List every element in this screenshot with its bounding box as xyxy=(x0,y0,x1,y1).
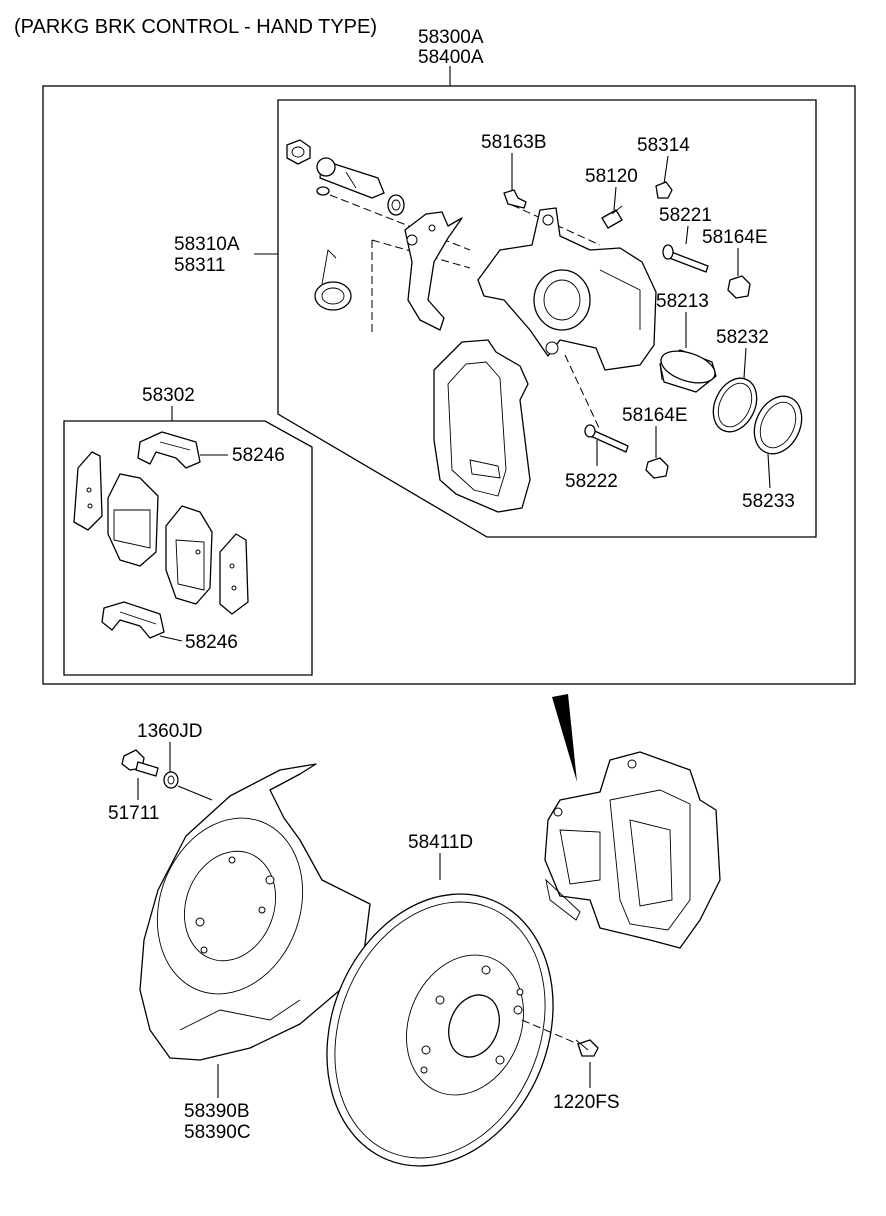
caliper-assembly-box xyxy=(42,85,856,685)
bleeder-cap-part xyxy=(655,181,673,199)
leader-58120 xyxy=(613,186,617,211)
label-1360JD[interactable]: 1360JD xyxy=(137,721,203,742)
leader-bolt-to-shield xyxy=(177,785,213,801)
small-washer-part xyxy=(316,186,330,196)
label-58300A[interactable]: 58300A xyxy=(418,27,484,48)
brake-disc-part xyxy=(326,893,554,1167)
washer-part xyxy=(163,771,179,789)
guide-rod-lower-part xyxy=(584,424,629,453)
leader-58233 xyxy=(767,453,771,489)
leader-58314 xyxy=(663,155,669,185)
label-58222[interactable]: 58222 xyxy=(565,471,618,492)
disc-screw-part xyxy=(575,1039,599,1057)
label-58164E-top[interactable]: 58164E xyxy=(702,227,768,248)
dust-boot-part xyxy=(753,395,803,455)
diagram-title: (PARKG BRK CONTROL - HAND TYPE) xyxy=(14,16,377,38)
caliper-bolt-part xyxy=(503,189,527,209)
backing-plate-bolt-part xyxy=(121,749,159,777)
label-1220FS[interactable]: 1220FS xyxy=(553,1092,620,1113)
label-58246-bottom[interactable]: 58246 xyxy=(185,632,238,653)
boot-part xyxy=(387,194,405,216)
pad-kit-frame xyxy=(63,420,313,676)
caliper-subassembly-frame xyxy=(277,99,817,538)
piston-seal-part xyxy=(712,377,758,433)
label-58411D[interactable]: 58411D xyxy=(408,832,473,853)
leader-58221 xyxy=(685,225,689,245)
assembly-line-5 xyxy=(564,354,601,431)
guide-rod-upper-part xyxy=(662,244,709,273)
piston-part xyxy=(659,349,717,393)
guide-sleeve-part xyxy=(316,157,385,199)
guide-nut-upper-part xyxy=(727,275,751,299)
guide-nut-lower-part xyxy=(645,457,669,479)
pad-shim-right-part xyxy=(219,533,249,615)
label-58213[interactable]: 58213 xyxy=(656,291,709,312)
label-51711[interactable]: 51711 xyxy=(108,803,159,824)
pad-clip-upper-part xyxy=(137,431,201,469)
label-58232[interactable]: 58232 xyxy=(716,327,769,348)
caliper-bracket-part xyxy=(433,339,531,513)
label-58314[interactable]: 58314 xyxy=(637,135,690,156)
label-58310A[interactable]: 58310A xyxy=(174,234,240,255)
label-58163B[interactable]: 58163B xyxy=(481,132,547,153)
label-58311[interactable]: 58311 xyxy=(174,255,225,276)
label-58233[interactable]: 58233 xyxy=(742,491,795,512)
label-58400A[interactable]: 58400A xyxy=(418,47,484,68)
label-58246-top[interactable]: 58246 xyxy=(232,445,285,466)
caliper-body-part xyxy=(477,207,657,371)
assembly-line-screw xyxy=(521,1019,579,1045)
pad-clip-lower-part xyxy=(101,601,165,639)
return-spring-part xyxy=(314,249,352,311)
pad-shim-left-part xyxy=(73,451,103,531)
view-pointer-arrow xyxy=(552,694,577,782)
label-58164E-bottom[interactable]: 58164E xyxy=(622,405,688,426)
label-58302[interactable]: 58302 xyxy=(142,385,195,406)
assembled-caliper-part xyxy=(544,751,721,949)
brake-pad-right-part xyxy=(165,505,213,605)
label-58390B[interactable]: 58390B xyxy=(184,1101,250,1122)
guide-nut-part xyxy=(286,139,311,165)
brake-pad-left-part xyxy=(107,473,159,567)
bleeder-screw-part xyxy=(601,205,623,229)
label-58120[interactable]: 58120 xyxy=(585,166,638,187)
parking-lever-part xyxy=(404,211,463,331)
leader-58232 xyxy=(743,347,747,379)
label-58390C[interactable]: 58390C xyxy=(184,1122,251,1143)
label-58221[interactable]: 58221 xyxy=(659,205,712,226)
leader-58246-bottom xyxy=(159,635,183,642)
